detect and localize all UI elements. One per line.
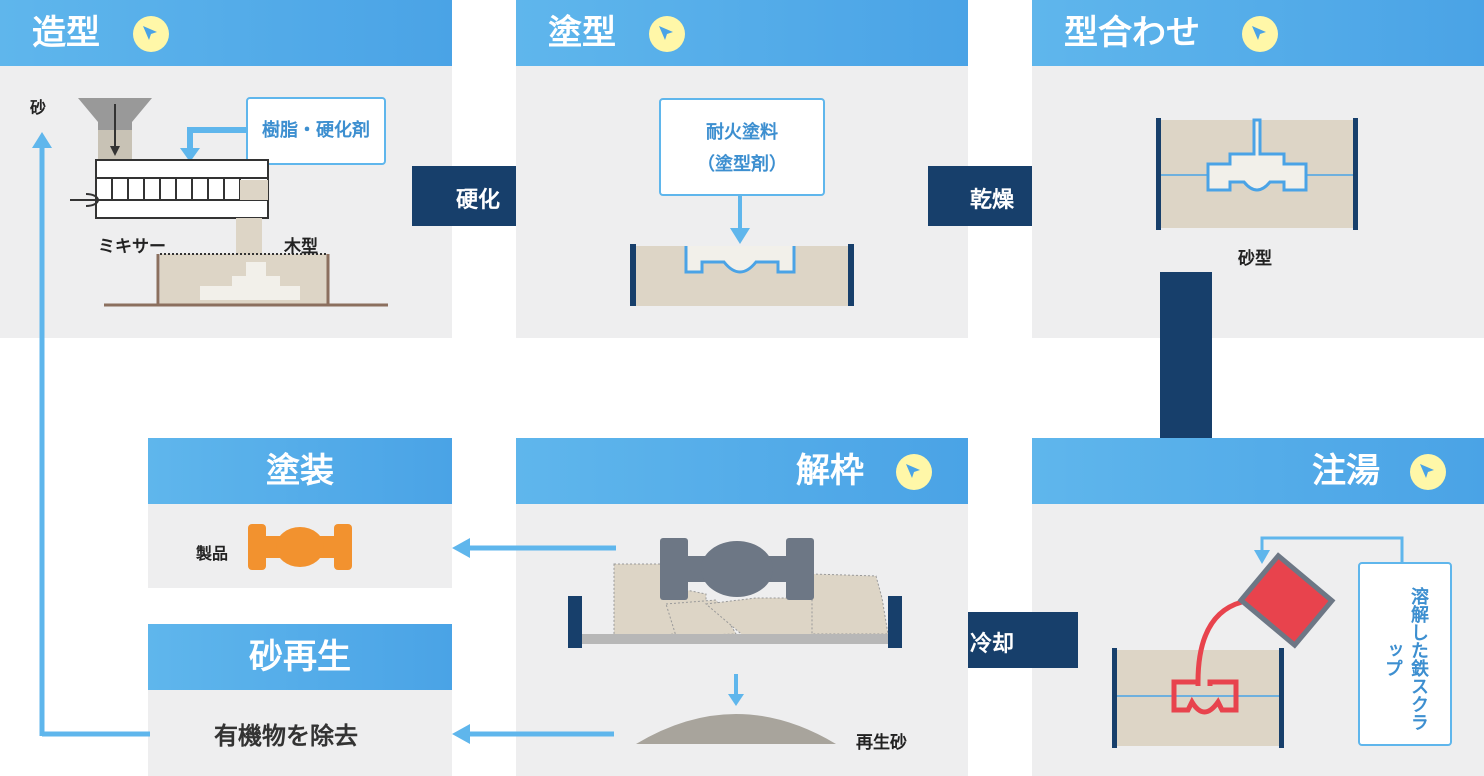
- title-chuto: 注湯: [1312, 451, 1380, 491]
- scrap-box: 溶解した鉄スクラップ: [1358, 562, 1452, 746]
- arrow-to-sunasaisei: [452, 724, 614, 744]
- shakeout-illustration: [568, 538, 902, 744]
- coating-illustration: [630, 194, 854, 306]
- header-chuto: 注湯: [1032, 438, 1484, 504]
- label-resin: 樹脂・硬化剤: [262, 120, 370, 141]
- return-line: [42, 731, 150, 737]
- header-katawase: 型合わせ: [1032, 0, 1484, 66]
- header-tosou: 塗装: [148, 438, 452, 504]
- label-remove: 有機物を除去: [214, 722, 358, 750]
- label-dry: 乾燥: [970, 188, 1015, 213]
- title-tokei: 塗型: [548, 13, 616, 53]
- header-sunasaisei: 砂再生: [148, 624, 452, 690]
- label-coating-2: （塗型剤）: [697, 154, 787, 175]
- label-harden: 硬化: [456, 188, 501, 213]
- mixer-illustration: [32, 98, 388, 338]
- panel-zoukei: 造型 砂 樹脂・硬化剤: [0, 0, 452, 338]
- panel-kaiwaku: 解枠 再生砂: [516, 438, 968, 776]
- title-kaiwaku: 解枠: [796, 451, 864, 491]
- cursor-icon[interactable]: [133, 16, 169, 52]
- label-cool: 冷却: [970, 632, 1015, 657]
- cursor-icon[interactable]: [896, 454, 932, 490]
- header-zoukei: 造型: [0, 0, 452, 66]
- pouring-illustration: [1112, 536, 1404, 748]
- product-icon: [248, 524, 352, 570]
- label-scrap: 溶解した鉄スクラップ: [1382, 587, 1429, 731]
- resin-box: 樹脂・硬化剤: [246, 97, 386, 165]
- panel-sunasaisei: 砂再生 有機物を除去: [148, 624, 452, 776]
- return-line-vertical: [39, 336, 45, 736]
- title-tosou: 塗装: [266, 451, 334, 491]
- panel-tokei: 塗型 耐火塗料 （塗型剤）: [516, 0, 968, 338]
- header-tokei: 塗型: [516, 0, 968, 66]
- label-sand: 砂: [30, 98, 47, 117]
- label-coating-1: 耐火塗料: [706, 122, 778, 143]
- label-product: 製品: [196, 544, 229, 563]
- cursor-icon[interactable]: [1410, 454, 1446, 490]
- panel-chuto: 注湯 溶解した鉄スクラップ: [1032, 438, 1484, 776]
- cursor-icon[interactable]: [1242, 16, 1278, 52]
- title-katawase: 型合わせ: [1064, 13, 1200, 53]
- label-reclaimed: 再生砂: [856, 733, 907, 753]
- label-pattern: 木型: [284, 237, 318, 257]
- coating-box: 耐火塗料 （塗型剤）: [659, 98, 825, 196]
- label-mixer: ミキサー: [98, 237, 166, 257]
- panel-katawase: 型合わせ 砂型: [1032, 0, 1484, 338]
- header-kaiwaku: 解枠: [516, 438, 968, 504]
- label-mold: 砂型: [1238, 249, 1272, 269]
- title-sunasaisei: 砂再生: [249, 637, 351, 677]
- panel-tosou: 塗装 製品: [148, 438, 452, 588]
- title-zoukei: 造型: [32, 13, 100, 53]
- cursor-icon[interactable]: [649, 16, 685, 52]
- arrow-to-tosou: [452, 538, 616, 558]
- mold-illustration: [1156, 118, 1358, 230]
